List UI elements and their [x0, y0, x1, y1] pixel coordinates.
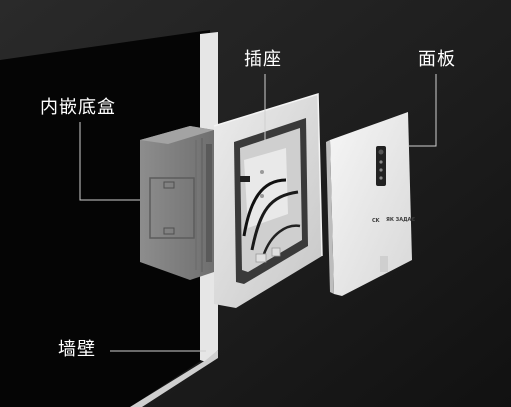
leader-lines: [79, 74, 437, 352]
socket-frame: [213, 92, 323, 308]
label-wall: 墙壁: [58, 339, 96, 360]
label-panel: 面板: [418, 49, 456, 70]
label-embedded-box: 内嵌底盒: [40, 97, 116, 118]
indicator-led-4: [379, 176, 383, 180]
brand-logo-mark: CK: [372, 218, 381, 224]
indicator-led-2: [379, 160, 383, 164]
embedded-box: [140, 126, 214, 280]
leader-embedded-box: [79, 122, 140, 201]
brand-logo-text: ЯК ЗАДАЄ: [386, 217, 415, 223]
leader-panel: [408, 74, 437, 147]
indicator-strip: [376, 146, 386, 186]
indicator-led-3: [379, 168, 383, 172]
indicator-led-1: [378, 149, 384, 155]
label-socket: 插座: [244, 49, 282, 70]
wall-face: [0, 30, 210, 407]
front-panel: CK ЯК ЗАДАЄ: [326, 112, 415, 296]
